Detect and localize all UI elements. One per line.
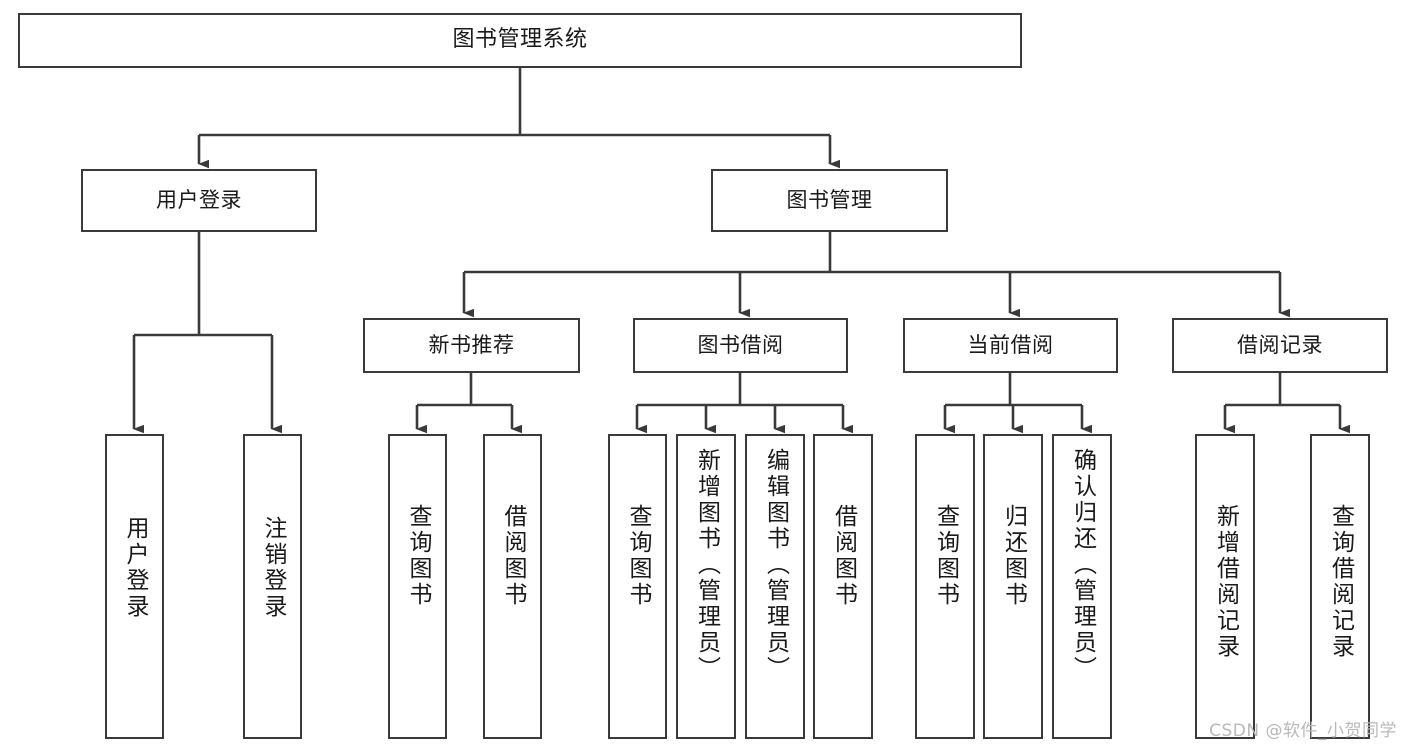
node-book-borrowing[interactable]: 图书借阅 — [633, 318, 848, 373]
node-label: 编辑图书（管理员） — [762, 448, 789, 682]
node-borrowing-records[interactable]: 借阅记录 — [1172, 318, 1388, 373]
leaf-current-confirm-return-admin[interactable]: 确认归还（管理员） — [1052, 434, 1112, 739]
node-root-book-management-system[interactable]: 图书管理系统 — [18, 13, 1022, 68]
node-label: 用户登录 — [122, 516, 148, 620]
leaf-records-add-record[interactable]: 新增借阅记录 — [1195, 434, 1255, 739]
node-label: 当前借阅 — [967, 332, 1054, 357]
node-label: 确认归还（管理员） — [1069, 448, 1096, 682]
node-label: 归还图书 — [1000, 504, 1027, 608]
node-label: 查询图书 — [625, 504, 651, 608]
node-label: 新增借阅记录 — [1212, 504, 1239, 660]
leaf-user-login-login[interactable]: 用户登录 — [105, 434, 164, 739]
node-label: 新书推荐 — [428, 332, 515, 357]
node-label: 借阅图书 — [500, 504, 526, 608]
node-label: 用户登录 — [156, 187, 242, 212]
node-label: 注销登录 — [260, 516, 286, 620]
watermark-text: CSDN @软件_小贺同学 — [1209, 721, 1397, 741]
leaf-records-query-record[interactable]: 查询借阅记录 — [1310, 434, 1370, 739]
leaf-current-return-book[interactable]: 归还图书 — [983, 434, 1043, 739]
node-label: 图书管理系统 — [452, 27, 588, 53]
leaf-borrow-borrow-book[interactable]: 借阅图书 — [813, 434, 873, 739]
node-label: 查询借阅记录 — [1327, 504, 1354, 660]
leaf-borrow-query-book[interactable]: 查询图书 — [608, 434, 667, 739]
leaf-new-book-query[interactable]: 查询图书 — [388, 434, 447, 739]
node-label: 查询图书 — [932, 504, 959, 608]
node-label: 借阅图书 — [830, 504, 857, 608]
node-label: 新增图书（管理员） — [693, 448, 720, 682]
node-user-login[interactable]: 用户登录 — [81, 169, 317, 232]
node-label: 借阅记录 — [1237, 332, 1323, 357]
node-label: 图书管理 — [786, 187, 873, 212]
leaf-borrow-edit-book-admin[interactable]: 编辑图书（管理员） — [745, 434, 805, 739]
node-new-book-recommendation[interactable]: 新书推荐 — [363, 318, 580, 373]
node-label: 图书借阅 — [697, 332, 784, 357]
leaf-user-login-logout[interactable]: 注销登录 — [243, 434, 302, 739]
node-book-management[interactable]: 图书管理 — [711, 169, 948, 232]
leaf-borrow-add-book-admin[interactable]: 新增图书（管理员） — [676, 434, 736, 739]
node-label: 查询图书 — [405, 504, 431, 608]
leaf-new-book-borrow[interactable]: 借阅图书 — [483, 434, 542, 739]
node-current-borrowing[interactable]: 当前借阅 — [903, 318, 1118, 373]
leaf-current-query-book[interactable]: 查询图书 — [915, 434, 975, 739]
